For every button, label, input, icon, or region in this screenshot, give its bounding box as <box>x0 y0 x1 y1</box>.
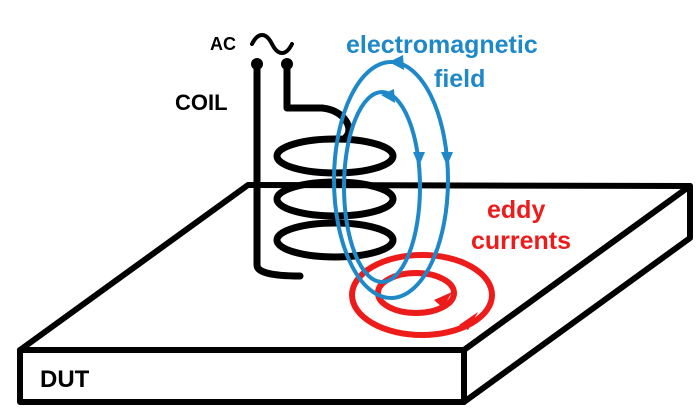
field-label-line1: electromagnetic <box>346 31 538 59</box>
field-arrow-outer-right <box>441 152 453 166</box>
field-arrow-inner-top <box>381 89 395 103</box>
ac-terminals <box>251 58 293 70</box>
field-inner-loop <box>342 90 422 284</box>
terminal-left <box>251 58 263 70</box>
ac-sine-icon <box>250 33 294 55</box>
coil-label: COIL <box>175 90 228 115</box>
ac-label: AC <box>210 34 236 54</box>
eddy-label-line2: currents <box>471 227 571 255</box>
eddy-arrows <box>434 292 478 330</box>
coil-lead-left <box>253 64 304 280</box>
eddy-arrow-inner <box>434 292 452 308</box>
field-arrow-inner-right <box>413 152 425 166</box>
terminal-right <box>281 58 293 70</box>
eddy-arrow-outer <box>459 312 478 330</box>
eddy-outer-loop <box>349 252 495 338</box>
field-arrow-outer-top <box>389 55 404 70</box>
dut-label: DUT <box>40 366 90 393</box>
field-arrows <box>381 55 453 166</box>
eddy-label-line1: eddy <box>487 196 545 224</box>
field-label-line2: field <box>434 65 485 93</box>
coil-turn-3 <box>273 219 397 261</box>
dut-side-face <box>461 183 693 405</box>
